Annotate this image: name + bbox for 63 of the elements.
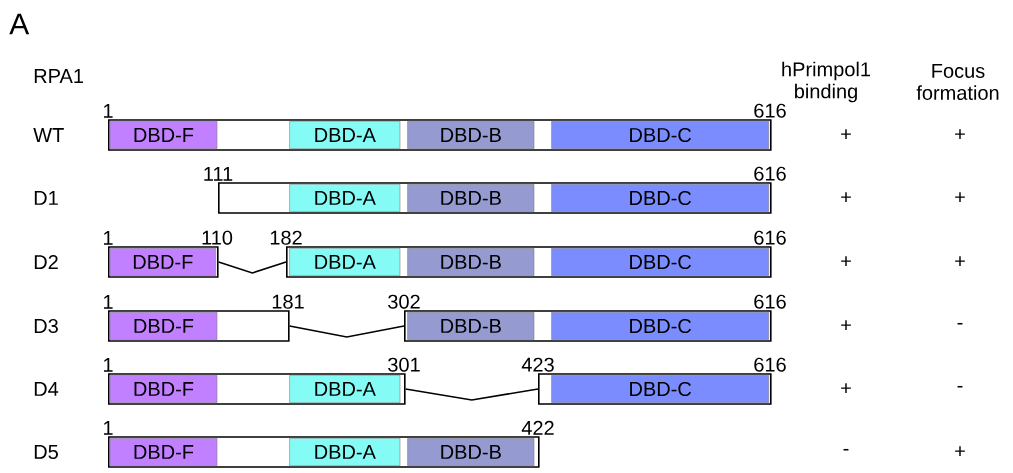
construct-label: D5 (34, 445, 58, 459)
domain-box: DBD-A (289, 184, 401, 212)
result-sign: + (841, 383, 851, 393)
domain-box: DBD-F (109, 121, 218, 149)
result-sign: + (841, 256, 851, 266)
domain-box: DBD-B (407, 121, 535, 149)
result-sign: + (955, 446, 965, 456)
domain-box: DBD-B (407, 248, 535, 276)
protein-name: RPA1 (34, 69, 83, 83)
residue-number: 111 (204, 167, 233, 181)
result-sign: + (841, 320, 851, 330)
domain-box: DBD-A (289, 375, 401, 403)
domain-box: DBD-C (551, 121, 769, 149)
domain-box: DBD-C (551, 312, 769, 340)
residue-number: 616 (754, 357, 786, 372)
domain-box: DBD-B (407, 438, 535, 466)
residue-number: 181 (272, 294, 304, 309)
domain-box: DBD-F (109, 375, 218, 403)
construct-label: D2 (34, 255, 58, 269)
result-sign: + (955, 192, 965, 202)
result-sign: - (957, 385, 963, 388)
residue-number: 1 (103, 421, 113, 435)
result-sign: - (843, 448, 849, 451)
domain-box: DBD-C (551, 375, 769, 403)
domain-box: DBD-B (407, 312, 535, 340)
domain-box: DBD-F (109, 438, 218, 466)
residue-number: 616 (754, 166, 786, 181)
residue-number: 1 (103, 295, 113, 309)
residue-number: 182 (270, 230, 302, 245)
domain-box: DBD-B (407, 184, 535, 212)
residue-number: 422 (521, 420, 554, 435)
domain-box: DBD-C (551, 184, 769, 212)
residue-number: 423 (521, 357, 554, 372)
residue-number: 616 (754, 103, 786, 118)
deletion-line (288, 325, 405, 338)
residue-number: 1 (103, 104, 113, 118)
column-header: Focus formation (916, 64, 999, 100)
residue-number: 1 (103, 231, 113, 245)
column-header: hPrimpol1 binding (782, 61, 871, 103)
residue-number: 1 (103, 358, 113, 372)
residue-number: 110 (202, 230, 233, 245)
domain-box: DBD-A (289, 438, 401, 466)
construct-label: D4 (34, 382, 59, 396)
deletion-line (217, 261, 287, 274)
construct-label: WT (33, 128, 64, 142)
domain-box: DBD-F (109, 248, 216, 276)
residue-number: 616 (754, 230, 786, 245)
result-sign: + (841, 129, 851, 139)
deletion-line (404, 388, 539, 401)
result-sign: + (955, 256, 965, 266)
residue-number: 301 (388, 357, 420, 372)
domain-box: DBD-C (551, 248, 769, 276)
residue-number: 616 (754, 294, 786, 309)
domain-box: DBD-A (289, 248, 401, 276)
panel-letter: A (9, 13, 30, 35)
domain-box: DBD-A (289, 121, 401, 149)
construct-label: D3 (34, 318, 58, 334)
domain-box: DBD-F (109, 312, 218, 340)
result-sign: - (957, 322, 963, 325)
result-sign: + (955, 129, 965, 139)
construct-label: D1 (34, 191, 58, 205)
result-sign: + (841, 192, 851, 202)
residue-number: 302 (388, 294, 420, 309)
